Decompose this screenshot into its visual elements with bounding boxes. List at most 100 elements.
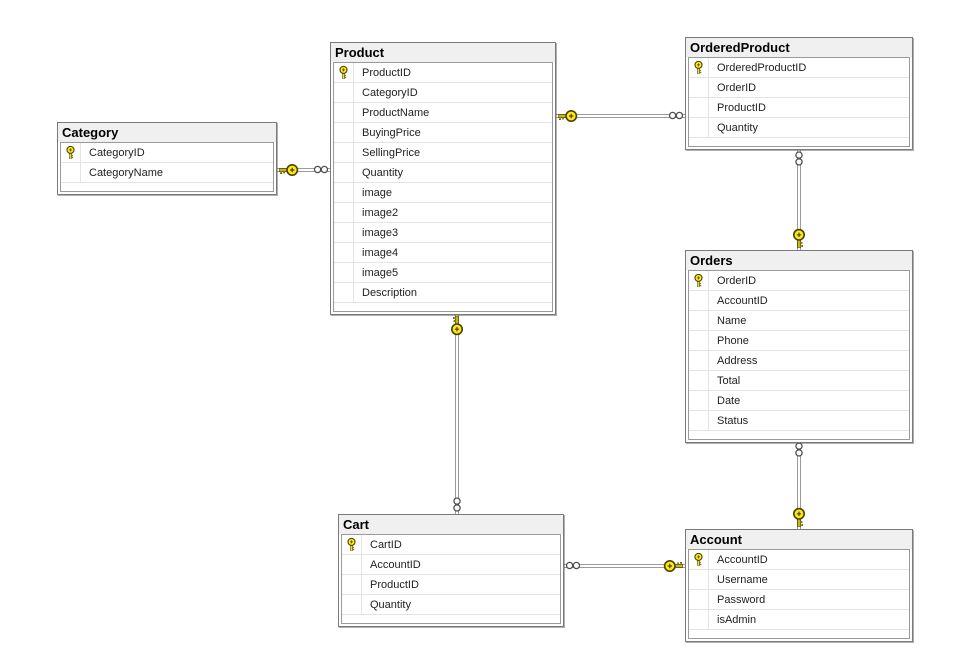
pk-cell <box>689 411 709 430</box>
column-name: CategoryName <box>89 166 163 179</box>
pk-cell <box>689 610 709 629</box>
relationship-line-category-product[interactable] <box>277 168 330 172</box>
pk-cell <box>689 570 709 589</box>
column-name: ProductID <box>370 578 419 591</box>
table-row[interactable]: AccountID <box>689 550 909 570</box>
pk-cell <box>689 331 709 350</box>
table-row[interactable]: image <box>334 183 552 203</box>
infinity-icon <box>313 165 329 174</box>
relationship-line-orders-orderedproduct[interactable] <box>797 150 801 250</box>
key-icon <box>694 60 704 75</box>
table-row[interactable]: ProductID <box>689 98 909 118</box>
table-row[interactable]: AccountID <box>689 291 909 311</box>
pk-cell <box>689 118 709 137</box>
infinity-icon <box>565 561 581 570</box>
key-icon <box>556 109 578 123</box>
column-name: CategoryID <box>89 146 145 159</box>
table-row[interactable]: CartID <box>342 535 560 555</box>
table-row[interactable]: image4 <box>334 243 552 263</box>
infinity-icon <box>795 442 804 458</box>
pk-cell <box>689 391 709 410</box>
table-row[interactable]: ProductName <box>334 103 552 123</box>
column-name: isAdmin <box>717 613 757 626</box>
table-row[interactable]: ProductID <box>334 63 552 83</box>
pk-cell <box>334 223 354 242</box>
table-title[interactable]: Category <box>58 123 276 142</box>
pk-cell <box>334 103 354 122</box>
table-row[interactable]: Quantity <box>689 118 909 138</box>
table-row[interactable]: image2 <box>334 203 552 223</box>
table-row[interactable]: Name <box>689 311 909 331</box>
relationship-line-account-cart[interactable] <box>564 564 685 568</box>
table-row[interactable]: Address <box>689 351 909 371</box>
table-row[interactable]: SellingPrice <box>334 143 552 163</box>
table-row[interactable]: AccountID <box>342 555 560 575</box>
table-product[interactable]: Product ProductID CategoryID ProductName… <box>330 42 556 315</box>
table-title[interactable]: Account <box>686 530 912 549</box>
infinity-icon <box>668 111 684 120</box>
table-row[interactable]: ProductID <box>342 575 560 595</box>
key-icon <box>663 559 685 573</box>
table-body: ProductID CategoryID ProductName BuyingP… <box>333 62 553 312</box>
key-icon <box>277 163 299 177</box>
column-name: BuyingPrice <box>362 126 421 139</box>
pk-cell <box>334 83 354 102</box>
table-row[interactable]: Quantity <box>334 163 552 183</box>
table-row[interactable]: Date <box>689 391 909 411</box>
key-icon <box>792 507 806 529</box>
column-name: OrderedProductID <box>717 61 807 74</box>
table-body: OrderID AccountID Name Phone Address Tot… <box>688 270 910 440</box>
table-orders[interactable]: Orders OrderID AccountID Name Phone Addr… <box>685 250 913 443</box>
pk-cell <box>689 271 709 290</box>
column-name: Phone <box>717 334 749 347</box>
key-icon <box>339 65 349 80</box>
column-name: image3 <box>362 226 399 239</box>
table-row[interactable]: OrderedProductID <box>689 58 909 78</box>
table-row[interactable]: Quantity <box>342 595 560 615</box>
table-row[interactable]: image3 <box>334 223 552 243</box>
table-row[interactable]: Status <box>689 411 909 431</box>
relationship-line-product-orderedproduct[interactable] <box>556 114 685 118</box>
table-row[interactable]: isAdmin <box>689 610 909 630</box>
table-title[interactable]: OrderedProduct <box>686 38 912 57</box>
column-name: Description <box>362 286 418 299</box>
table-title[interactable]: Product <box>331 43 555 62</box>
table-category[interactable]: Category CategoryID CategoryName <box>57 122 277 195</box>
table-row[interactable]: Total <box>689 371 909 391</box>
pk-cell <box>334 123 354 142</box>
table-body: AccountID Username Password isAdmin <box>688 549 910 639</box>
table-row[interactable]: CategoryID <box>61 143 273 163</box>
column-name: Name <box>717 314 747 327</box>
column-name: Date <box>717 394 741 407</box>
table-title[interactable]: Orders <box>686 251 912 270</box>
table-row[interactable]: BuyingPrice <box>334 123 552 143</box>
table-row[interactable]: OrderID <box>689 78 909 98</box>
pk-cell <box>342 595 362 614</box>
column-name: SellingPrice <box>362 146 421 159</box>
pk-cell <box>689 291 709 310</box>
pk-cell <box>334 263 354 282</box>
column-name: ProductID <box>717 101 766 114</box>
table-row[interactable]: image5 <box>334 263 552 283</box>
relationship-line-product-cart[interactable] <box>455 314 459 514</box>
table-orderedproduct[interactable]: OrderedProduct OrderedProductID OrderID … <box>685 37 913 150</box>
table-row[interactable]: OrderID <box>689 271 909 291</box>
table-row[interactable]: Username <box>689 570 909 590</box>
table-row[interactable]: Password <box>689 590 909 610</box>
table-row[interactable]: CategoryName <box>61 163 273 183</box>
table-row[interactable]: Phone <box>689 331 909 351</box>
table-row[interactable]: CategoryID <box>334 83 552 103</box>
column-name: OrderID <box>717 81 757 94</box>
column-name: image4 <box>362 246 399 259</box>
relationship-line-account-orders[interactable] <box>797 441 801 529</box>
column-name: CartID <box>370 538 402 551</box>
table-title[interactable]: Cart <box>339 515 563 534</box>
column-name: OrderID <box>717 274 757 287</box>
table-cart[interactable]: Cart CartID AccountID ProductID Quantity <box>338 514 564 627</box>
table-row[interactable]: Description <box>334 283 552 303</box>
table-account[interactable]: Account AccountID Username Password isAd… <box>685 529 913 642</box>
column-name: AccountID <box>717 294 768 307</box>
key-icon <box>450 314 464 336</box>
infinity-icon <box>453 497 462 513</box>
key-icon <box>347 537 357 552</box>
